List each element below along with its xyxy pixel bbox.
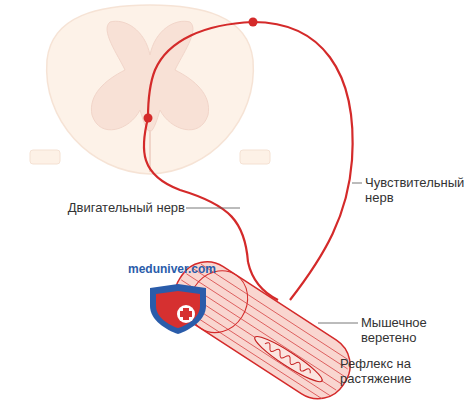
white-matter (47, 5, 254, 174)
callout-label: Мышечное веретено (361, 315, 461, 345)
callout-label: Двигательный нерв (55, 200, 185, 215)
nerves (144, 22, 353, 300)
leader-line (318, 323, 358, 324)
nerve-root (30, 150, 60, 164)
spinal-cord (30, 5, 270, 174)
motor-neuron (144, 114, 153, 123)
figure-label: Рефлекс на растяжение (340, 356, 460, 386)
ganglion-cell (249, 18, 258, 27)
nerve-root (240, 150, 270, 164)
logo-shield (150, 284, 206, 334)
grey-matter (91, 21, 208, 132)
muscle-fibers (169, 260, 355, 400)
callout-label: Чувствительный нерв (365, 175, 462, 205)
leader-line (186, 208, 240, 209)
sensory-axon (148, 22, 253, 118)
muscle-spindle (251, 331, 326, 386)
leaders (186, 183, 362, 323)
leader-line (352, 183, 362, 184)
sensory-nerve (253, 22, 353, 300)
watermark: meduniver.com (128, 262, 238, 277)
motor-nerve (144, 118, 248, 262)
motor-ending (248, 262, 278, 300)
